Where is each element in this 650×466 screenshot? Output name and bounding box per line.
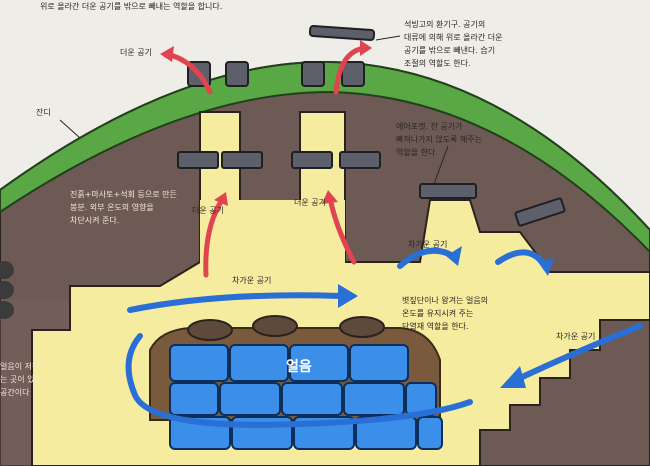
left-stone-wall	[0, 261, 14, 319]
mound-description: 진흙+마사토+석회 등으로 만든 봉분. 외부 온도의 영향을 차단시켜 준다.	[70, 190, 177, 225]
hot-air-arrow	[327, 195, 357, 265]
entrance-stairs	[479, 319, 650, 466]
top-caption: 위로 올라간 더운 공기를 밖으로 빼내는 역할을 합니다.	[40, 2, 223, 11]
vent-base-mid	[291, 151, 333, 169]
vent-cap-left-b	[225, 61, 249, 87]
straw-bundle	[339, 316, 385, 338]
straw-bundle	[187, 319, 233, 341]
hot-air-label-left: 더운 공기	[120, 48, 152, 57]
vent-caps	[177, 24, 566, 227]
vent-base-left2	[221, 151, 263, 169]
cold-air-label-right: 차가운 공기	[556, 332, 596, 341]
leader-lines	[59, 35, 449, 185]
cold-air-label-top: 차가운 공기	[232, 276, 272, 285]
hot-air-label-mid2: 더운 공기	[294, 198, 326, 207]
straw-bundle	[252, 315, 298, 337]
cold-air-arrow	[125, 333, 473, 428]
cold-air-arrowheads	[338, 246, 554, 388]
air-pocket-description: 에어포켓. 찬 공기가 빠져나가지 않도록 해주는 역할을 한다.	[396, 122, 483, 157]
vent-base-left	[177, 151, 219, 169]
cold-air-arrow	[127, 292, 343, 313]
cold-air-label-mid: 차가운 공기	[408, 240, 448, 249]
hot-air-label-mid1: 더운 공기	[192, 206, 224, 215]
chamber-void	[200, 200, 345, 264]
ice-blocks	[169, 344, 443, 450]
vent-cap-right-a	[301, 61, 325, 87]
vent-roof-right	[308, 24, 376, 42]
air-pocket-cap-1	[419, 183, 477, 199]
left-edge-description: 얼음이 저장되 는 곳이 있는 공간이다	[0, 362, 47, 397]
cold-air-arrow	[517, 323, 643, 381]
insulation-description: 볏짚단이나 왕겨는 얼음의 온도를 유지시켜 주는 단열재 역할을 한다.	[402, 296, 489, 331]
hot-air-arrowheads	[160, 40, 372, 206]
vent-description: 석빙고의 환기구. 공기의 대류에 의해 위로 올라간 더운 공기를 밖으로 빼…	[404, 20, 503, 68]
vent-cap-right-b	[341, 61, 365, 87]
grass-label: 잔디	[36, 108, 51, 117]
ice-label: 얼음	[286, 359, 312, 375]
air-pocket-cap-2	[514, 197, 566, 227]
vent-base-mid2	[339, 151, 381, 169]
hot-air-arrow	[203, 197, 225, 278]
